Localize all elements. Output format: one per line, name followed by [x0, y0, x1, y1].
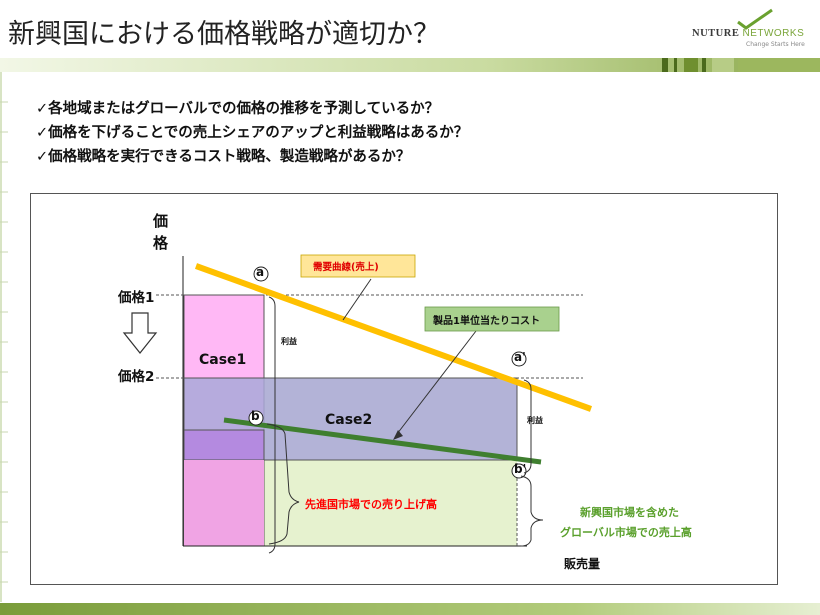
developed-sales-brace — [266, 423, 300, 545]
checkmark-icon — [737, 8, 773, 30]
point-a-prime-marker — [511, 351, 527, 367]
demand-label-box — [300, 254, 416, 278]
company-logo: NUTURE NETWORKS Change Starts Here — [692, 8, 810, 52]
side-ruler — [0, 72, 8, 602]
diagram-canvas — [122, 254, 593, 554]
point-a-marker — [253, 266, 269, 282]
cost-label-box — [424, 306, 560, 332]
global-sales-label-line2: グローバル市場での売上高 — [560, 526, 692, 539]
point-a-prime-label: a' — [514, 350, 526, 364]
price1-label: 価格1 — [118, 290, 155, 306]
point-b-marker — [248, 410, 264, 426]
y-axis-label-top: 価 — [153, 212, 169, 230]
demand-curve — [194, 263, 593, 412]
global-sales-label-line1: 新興国市場を含めた — [580, 506, 679, 519]
cost-label-pointer — [396, 330, 477, 435]
point-b-label: b — [251, 409, 260, 423]
case1-label: Case1 — [199, 352, 247, 368]
profit1-label: 利益 — [281, 337, 297, 346]
demand-label-pointer — [342, 278, 372, 321]
global-sales-brace — [520, 475, 544, 547]
overlap-region-lower — [184, 460, 264, 546]
price2-label: 価格2 — [118, 369, 155, 385]
footer-bar — [0, 603, 820, 615]
developed-sales-label: 先進国市場での売り上げ高 — [305, 498, 437, 511]
pricing-diagram: 価 格 価格1 価格2 Case1 Case2 a a' b b' 利益 利益 … — [30, 193, 778, 585]
point-b-prime-marker — [511, 463, 527, 479]
unit-cost-label: 製品1単位当たりコスト — [433, 316, 540, 327]
profit1-brace — [268, 296, 276, 554]
logo-tagline: Change Starts Here — [746, 41, 805, 48]
profit2-label: 利益 — [527, 416, 543, 425]
header-divider — [0, 58, 820, 72]
y-axis-label-bottom: 格 — [153, 234, 169, 252]
unit-cost-line — [223, 417, 542, 465]
page-title: 新興国における価格戦略が適切か？ — [8, 19, 440, 50]
checklist-item: ✓各地域またはグローバルでの価格の推移を予測しているか？ — [36, 101, 440, 117]
checklist: ✓各地域またはグローバルでの価格の推移を予測しているか？ ✓価格を下げることでの… — [36, 97, 468, 169]
checklist-item: ✓価格戦略を実行できるコスト戦略、製造戦略があるか？ — [36, 149, 411, 165]
cost-arrow-head — [393, 430, 403, 440]
profit2-brace — [523, 379, 532, 474]
price-down-arrow — [122, 312, 158, 354]
overlap-region — [183, 429, 265, 461]
point-b-prime-label: b' — [514, 462, 527, 476]
logo-text: NUTURE NETWORKS — [692, 28, 805, 39]
point-a-label: a — [256, 265, 265, 279]
demand-curve-label: 需要曲線(売上) — [313, 262, 379, 273]
x-axis-label: 販売量 — [564, 557, 601, 571]
checklist-item: ✓価格を下げることでの売上シェアのアップと利益戦略はあるか？ — [36, 125, 469, 141]
case2-label: Case2 — [325, 412, 373, 428]
